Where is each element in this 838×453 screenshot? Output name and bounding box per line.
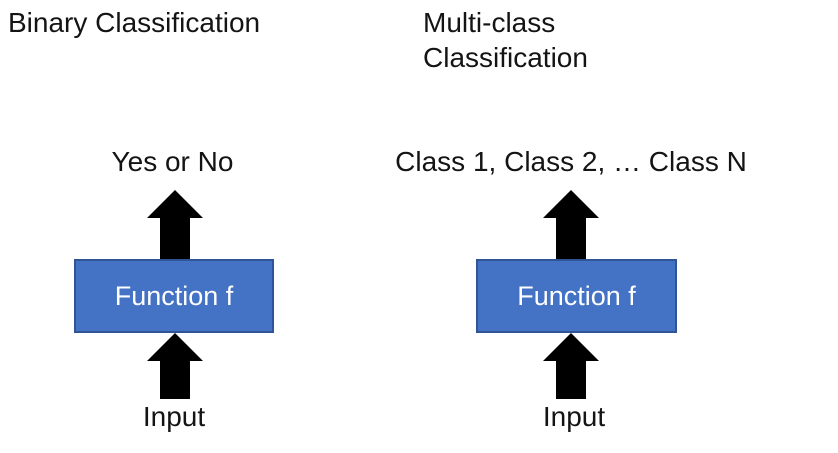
multiclass-classification-title: Multi-class Classification: [423, 5, 653, 75]
multiclass-input-label: Input: [542, 401, 606, 432]
arrow-head: [147, 333, 203, 361]
binary-classification-title: Binary Classification: [8, 7, 261, 38]
multiclass-title-line2: Classification: [423, 42, 588, 73]
binary-input-arrow-icon: [147, 333, 203, 399]
arrow-head: [543, 190, 599, 218]
arrow-head: [147, 190, 203, 218]
multiclass-title-line1: Multi-class: [423, 7, 556, 38]
binary-output-label: Yes or No: [111, 146, 234, 177]
arrow-head: [543, 333, 599, 361]
multiclass-output-label: Class 1, Class 2, … Class N: [395, 146, 747, 177]
arrow-stem: [556, 361, 586, 399]
multiclass-function-box: Function f: [476, 259, 677, 333]
binary-input-label: Input: [142, 401, 206, 432]
binary-output-arrow-icon: [147, 190, 203, 260]
arrow-stem: [160, 361, 190, 399]
multiclass-output-arrow-icon: [543, 190, 599, 260]
arrow-stem: [556, 218, 586, 260]
multiclass-input-arrow-icon: [543, 333, 599, 399]
binary-function-box: Function f: [74, 259, 274, 333]
arrow-stem: [160, 218, 190, 260]
